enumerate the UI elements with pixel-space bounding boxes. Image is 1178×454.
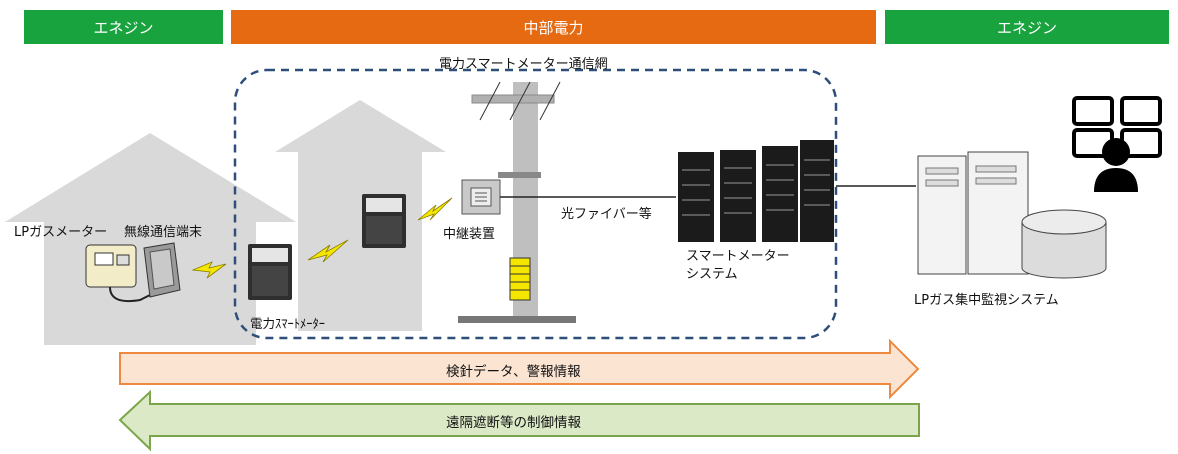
wireless-terminal-label: 無線通信端末: [124, 225, 203, 240]
power-smart-meter-2-icon: [362, 194, 406, 248]
backward-arrow-label: 遠隔遮断等の制御情報: [446, 415, 581, 431]
network-label: 電力スマートメーター通信網: [439, 57, 608, 72]
header-enegin-left: エネジン: [24, 10, 223, 44]
smart-meter-system-label-line1: スマートメーター: [686, 249, 790, 264]
header-enegin-right-label: エネジン: [996, 18, 1057, 37]
header-enegin-right: エネジン: [885, 10, 1169, 44]
wireless-signal-2-icon: [307, 239, 349, 263]
relay-device-label: 中継装置: [443, 227, 496, 242]
header-chubu-electric: 中部電力: [231, 10, 876, 44]
power-smart-meter-icon: [248, 244, 292, 300]
house-small: [275, 100, 446, 331]
operator-monitors-icon: [1072, 96, 1162, 192]
forward-data-arrow: [119, 338, 920, 400]
forward-arrow-label: 検針データ、警報情報: [446, 364, 581, 380]
chubu-network-boundary: [233, 68, 838, 340]
database-icon: [1021, 209, 1107, 279]
lp-monitoring-system-label: LPガス集中監視システム: [914, 293, 1059, 308]
wireless-signal-icon: [191, 261, 227, 279]
lp-gas-meter-icon: [85, 244, 151, 303]
relay-device-icon: [461, 179, 501, 215]
utility-pole-icon: [458, 81, 576, 323]
optical-fiber-label: 光ファイバー等: [561, 207, 652, 222]
lp-gas-meter-label: LPガスメーター: [14, 225, 108, 240]
wireless-terminal-icon: [143, 242, 181, 298]
server-rack-icon: [678, 140, 834, 242]
wireless-signal-3-icon: [417, 197, 453, 221]
backward-control-arrow: [118, 389, 920, 452]
header-enegin-left-label: エネジン: [93, 18, 154, 37]
monitoring-server-icon: [917, 151, 1029, 275]
header-chubu-electric-label: 中部電力: [523, 18, 584, 37]
power-smart-meter-label: 電力ｽﾏｰﾄﾒｰﾀｰ: [250, 316, 326, 331]
smart-meter-system-label-line2: システム: [686, 267, 738, 282]
